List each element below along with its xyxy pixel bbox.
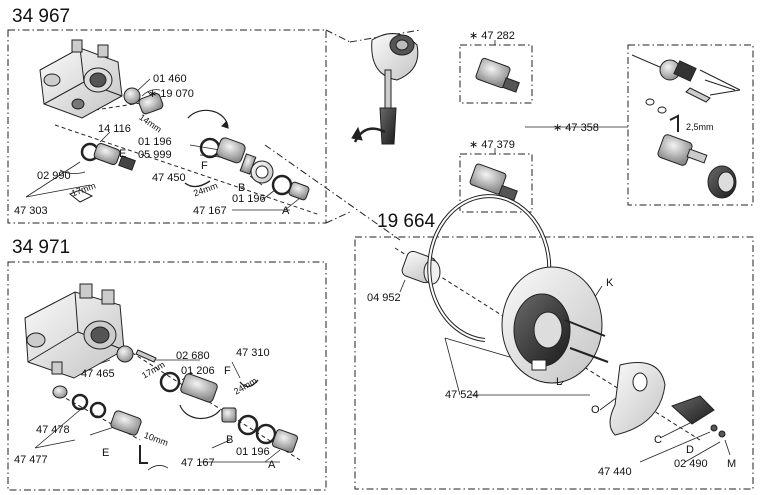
label-f-a: F (201, 160, 208, 172)
label-m: M (727, 458, 737, 470)
title-34971: 34 971 (12, 237, 71, 258)
label-f-b: F (224, 365, 231, 377)
label-a-b: A (268, 459, 276, 471)
label-47303: 47 303 (14, 205, 48, 217)
title-19664: 19 664 (377, 211, 436, 232)
label-k: K (606, 277, 614, 289)
label-14116: 14 116 (98, 123, 131, 135)
label-47358: ∗ 47 358 (553, 122, 599, 134)
label-04952: 04 952 (367, 292, 401, 304)
label-b-a: B (238, 182, 246, 194)
set-a-frame (7, 29, 327, 224)
title-34967: 34 967 (12, 6, 71, 27)
set-c-parts (401, 194, 726, 438)
label-01196: 01 196 (138, 136, 172, 148)
label-47477: 47 477 (14, 454, 48, 466)
label-47167-b: 47 167 (181, 457, 215, 469)
cartridge-47379-frame (459, 153, 533, 213)
label-e-a: E (119, 148, 127, 160)
label-05999: 05 999 (138, 149, 172, 161)
set-b-frame (7, 261, 327, 491)
label-47465: 47 465 (81, 368, 115, 380)
label-47524: 47 524 (445, 389, 479, 401)
label-a-a: A (282, 205, 290, 217)
label-47440: 47 440 (598, 466, 632, 478)
label-01196-b: 01 196 (236, 446, 270, 458)
label-47310: 47 310 (236, 347, 270, 359)
label-01206: 01 206 (181, 365, 215, 377)
set-b-parts (24, 283, 299, 464)
label-l: L (556, 376, 563, 388)
label-47379: ∗ 47 379 (469, 139, 515, 151)
label-01196b: 01 196 (232, 193, 266, 205)
label-o: O (591, 404, 600, 416)
retrofit-parts (631, 54, 741, 199)
set-a-parts (39, 39, 310, 203)
label-b-b: B (226, 434, 234, 446)
label-d: D (686, 444, 694, 456)
retrofit-frame (627, 44, 754, 206)
top-cartridges (351, 33, 520, 202)
label-02680: 02 680 (176, 350, 210, 362)
label-47478: 47 478 (36, 424, 70, 436)
label-19070: ∗ 19 070 (148, 88, 194, 100)
label-02490: 02 490 (674, 458, 708, 470)
dim-2-5mm: 2,5mm (686, 122, 714, 132)
label-47450: 47 450 (152, 172, 186, 184)
cartridge-47282-frame (459, 44, 533, 104)
label-47167-a: 47 167 (193, 205, 227, 217)
set-c-frame (354, 236, 754, 490)
label-01460: 01 460 (153, 73, 187, 85)
label-c: C (654, 434, 662, 446)
label-02990: 02 990 (37, 170, 71, 182)
label-e-b: E (102, 447, 110, 459)
label-47282: ∗ 47 282 (469, 30, 515, 42)
